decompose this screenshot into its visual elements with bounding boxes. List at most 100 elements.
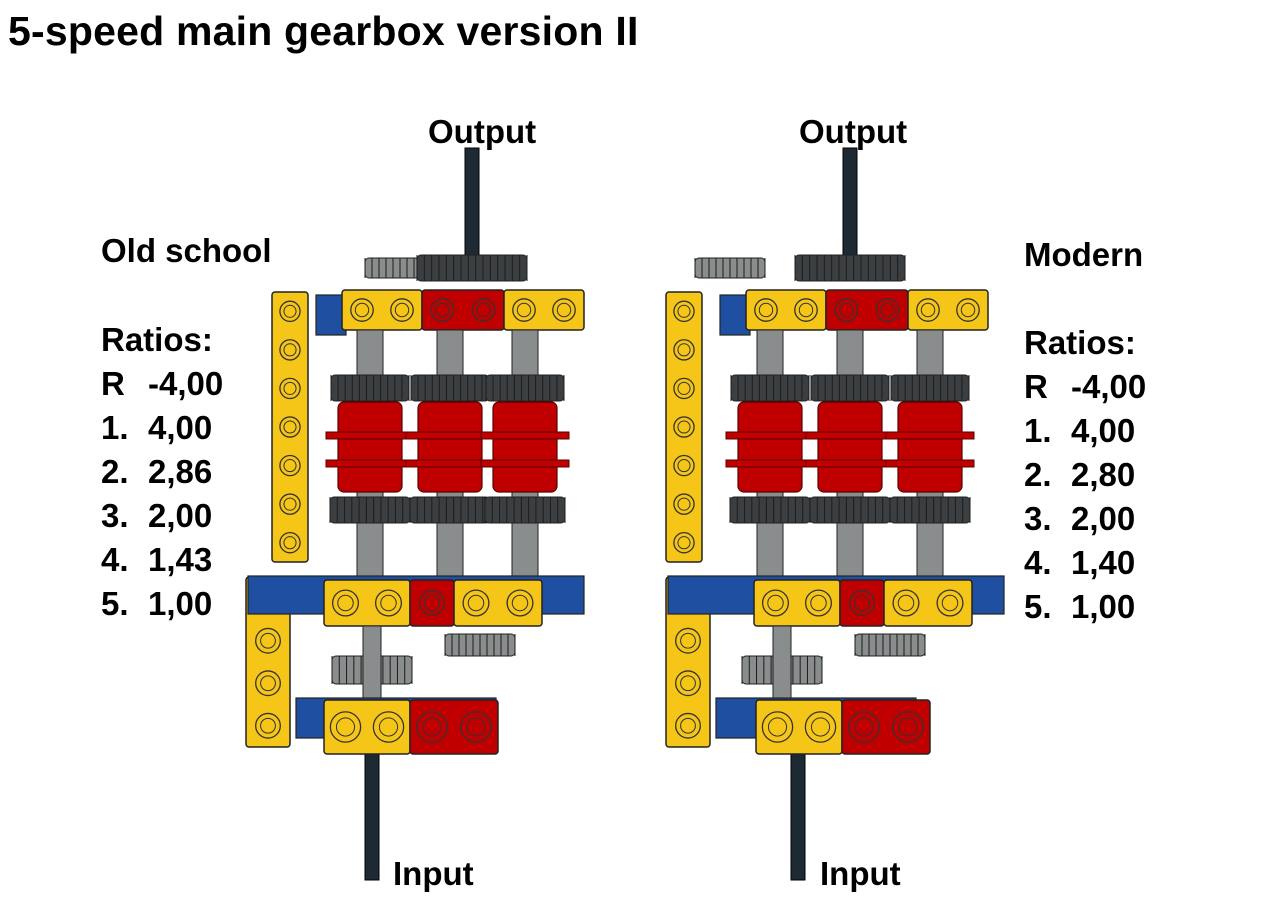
beam-hole-inner: [466, 717, 486, 737]
beam-hole-inner: [677, 536, 691, 550]
beam-hole: [279, 416, 301, 438]
beam-hole: [936, 589, 964, 617]
beam-hole-inner: [960, 302, 976, 318]
beam-hole: [471, 298, 496, 322]
beam-hole-inner: [467, 594, 485, 612]
output-axle: [464, 147, 480, 269]
beam-hole: [673, 377, 695, 400]
clutch-ring: [480, 459, 570, 468]
beam-hole-inner: [511, 594, 529, 612]
beam-hole: [279, 493, 301, 515]
beam-hole: [462, 589, 490, 617]
blue-connector: [315, 294, 347, 336]
clutch-ring: [325, 431, 415, 440]
clutch-ring: [480, 431, 570, 440]
right-ratio-row: 1.4,00: [1024, 412, 1136, 449]
beam: [839, 579, 885, 627]
beam-hole-inner: [677, 420, 691, 434]
beam: [825, 289, 909, 331]
right-ratios-heading: Ratios:: [1024, 324, 1136, 361]
beam-hole: [390, 298, 414, 322]
beam-hole: [416, 711, 448, 743]
beam-hole-inner: [677, 381, 691, 395]
beam-hole-inner: [422, 717, 442, 737]
beam-hole-inner: [677, 304, 691, 318]
beam-hole-inner: [677, 459, 691, 473]
beam-hole: [279, 300, 301, 323]
clutch-ring: [885, 459, 975, 468]
output-axle: [842, 147, 858, 269]
beam-hole: [849, 590, 875, 616]
beam: [453, 579, 543, 627]
upper-gear: [410, 374, 490, 402]
left-ratio-row: 2.2,86: [101, 453, 213, 490]
beam-hole: [956, 298, 980, 322]
clutch-ring: [725, 459, 815, 468]
beam-hole-inner: [897, 594, 915, 612]
right-ratio-row: R-4,00: [1024, 368, 1147, 405]
beam-hole-inner: [283, 536, 297, 550]
left-ratio-row: 5.1,00: [101, 585, 213, 622]
right-ratios-list: Ratios: R-4,00 1.4,00 2.2,80 3.2,00 4.1,…: [1024, 321, 1146, 629]
upper-gear: [330, 374, 410, 402]
beam-hole-inner: [810, 717, 831, 737]
beam-hole-inner: [556, 302, 572, 318]
beam-hole-inner: [260, 675, 276, 692]
beam-hole-inner: [677, 497, 691, 511]
beam-hole: [255, 627, 281, 654]
beam-hole-inner: [476, 302, 491, 318]
red-clutch: [337, 401, 403, 493]
beam-hole: [673, 454, 695, 477]
left-ratio-row: R-4,00: [101, 365, 224, 402]
beam-hole: [892, 589, 920, 617]
clutch-ring: [805, 459, 895, 468]
beam-hole-inner: [283, 381, 297, 395]
beam-hole-inner: [854, 595, 870, 611]
beam-hole-inner: [283, 304, 297, 318]
beam: [409, 699, 499, 755]
beam-hole: [279, 454, 301, 477]
beam-hole: [673, 300, 695, 323]
beam-hole-inner: [283, 420, 297, 434]
beam: [409, 579, 455, 627]
beam-hole: [512, 298, 536, 322]
beam-hole: [372, 711, 405, 743]
beam-hole: [350, 298, 374, 322]
right-output-label: Output: [799, 113, 908, 150]
input-axle: [790, 739, 806, 881]
beam-hole: [804, 711, 837, 743]
beam-hole-inner: [941, 594, 959, 612]
beam-hole-inner: [677, 343, 691, 357]
beam-hole: [794, 298, 818, 322]
beam-hole: [374, 589, 403, 617]
upper-gear: [890, 374, 970, 402]
left-ratios-heading: Ratios:: [101, 321, 213, 358]
left-ratio-row: 4.1,43: [101, 541, 213, 578]
beam: [503, 289, 585, 331]
beam-hole: [279, 339, 301, 361]
upper-gear: [810, 374, 890, 402]
lower-gear: [484, 496, 566, 524]
red-clutch: [737, 401, 803, 493]
beam-hole-inner: [798, 302, 814, 318]
clutch-ring: [805, 431, 895, 440]
lower-gear: [329, 496, 411, 524]
beam-hole: [279, 377, 301, 400]
beam-hole: [506, 589, 534, 617]
left-ratio-row: 1.4,00: [101, 409, 213, 446]
beam-hole: [430, 298, 455, 322]
old-school-gearbox-illustration: [245, 147, 585, 881]
beam-hole: [255, 670, 281, 697]
beam-hole-inner: [767, 594, 784, 612]
beam-hole-inner: [283, 459, 297, 473]
beam: [841, 699, 931, 755]
beam-hole-inner: [680, 675, 696, 692]
beam-hole: [875, 298, 900, 322]
beam-hole: [675, 627, 701, 654]
beam-hole-inner: [839, 302, 854, 318]
beam: [341, 289, 423, 331]
beam-hole-inner: [920, 302, 936, 318]
beam-hole: [329, 711, 362, 743]
beam-hole-inner: [337, 594, 354, 612]
beam-hole: [279, 531, 301, 554]
